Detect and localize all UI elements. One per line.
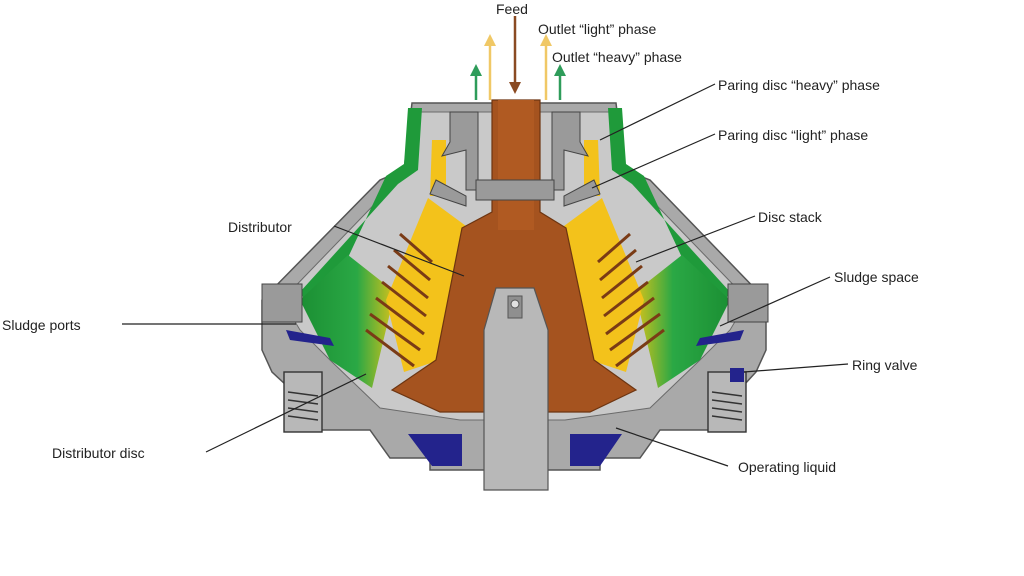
label-outlet-heavy: Outlet “heavy” phase [552, 49, 682, 65]
label-ring-valve: Ring valve [852, 357, 918, 373]
disc-stack [365, 232, 665, 368]
label-sludge-space: Sludge space [834, 269, 919, 285]
heavy-phase-region [300, 108, 730, 388]
flow-arrows [470, 16, 566, 100]
label-paring-light: Paring disc “light” phase [718, 127, 868, 143]
label-sludge-ports: Sludge ports [2, 317, 81, 333]
label-distributor: Distributor [228, 219, 292, 235]
label-distributor-disc: Distributor disc [52, 445, 145, 461]
feed-arrowhead [509, 82, 521, 94]
label-outlet-light: Outlet “light” phase [538, 21, 656, 37]
label-feed: Feed [496, 1, 528, 17]
distributor-body [390, 99, 638, 413]
sludge-ports [261, 283, 769, 323]
labels: Feed Outlet “light” phase Outlet “heavy”… [2, 1, 919, 475]
operating-liquid-region [286, 330, 744, 466]
paring-discs [429, 111, 601, 207]
label-paring-heavy: Paring disc “heavy” phase [718, 77, 880, 93]
label-disc-stack: Disc stack [758, 209, 823, 225]
leader-lines [122, 83, 849, 467]
spindle [483, 287, 549, 491]
label-operating-liquid: Operating liquid [738, 459, 836, 475]
